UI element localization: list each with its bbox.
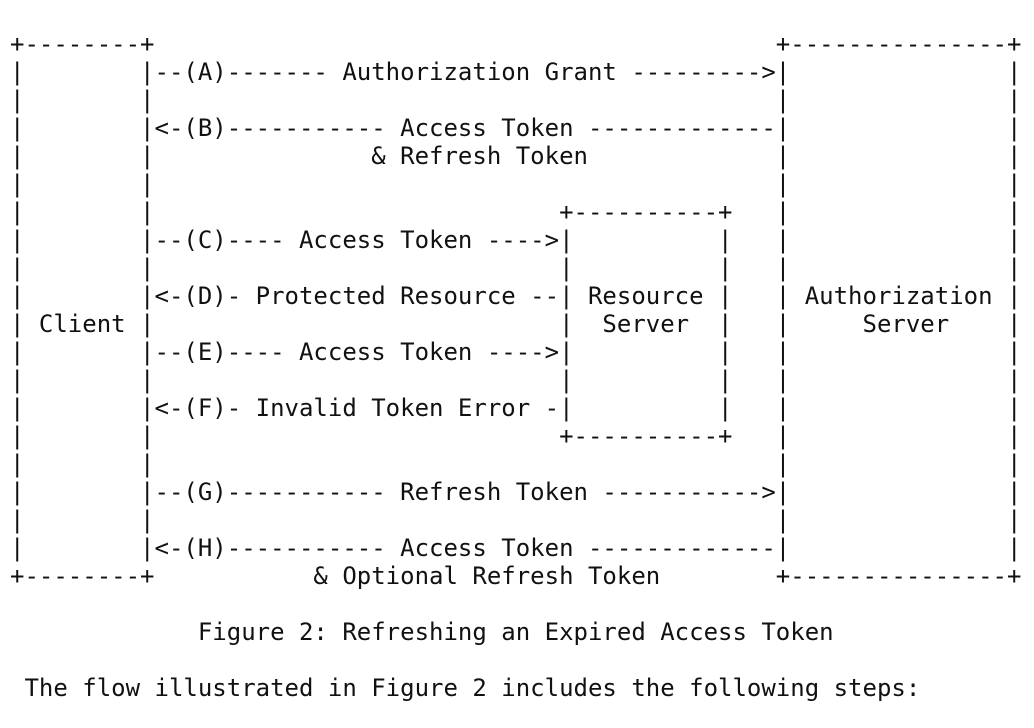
figure-caption: Figure 2: Refreshing an Expired Access T… <box>10 618 834 646</box>
ascii-flow-diagram: +--------+ +---------------+ | |--(A)---… <box>10 30 1021 702</box>
diagram-line: | | +----------+ | | <box>10 198 1022 226</box>
diagram-line: | | | | <box>10 450 1022 478</box>
diagram-line: | Client | | Server | | Server | <box>10 310 1022 338</box>
diagram-line: | | & Refresh Token | | <box>10 142 1022 170</box>
diagram-line: | |<-(D)- Protected Resource --| Resourc… <box>10 282 1022 310</box>
diagram-line: +--------+ & Optional Refresh Token +---… <box>10 562 1022 590</box>
diagram-line: | | | | <box>10 506 1022 534</box>
diagram-line: | |--(G)----------- Refresh Token ------… <box>10 478 1022 506</box>
diagram-line: | |--(E)---- Access Token ---->| | | | <box>10 338 1022 366</box>
diagram-line: +--------+ +---------------+ <box>10 30 1022 58</box>
diagram-line: | | +----------+ | | <box>10 422 1022 450</box>
diagram-line: | | | | | | <box>10 366 1022 394</box>
diagram-line: | |<-(H)----------- Access Token -------… <box>10 534 1022 562</box>
diagram-line: | | | | <box>10 86 1022 114</box>
diagram-line: | |<-(F)- Invalid Token Error -| | | | <box>10 394 1022 422</box>
diagram-line: | | | | <box>10 170 1022 198</box>
diagram-line: | | | | | | <box>10 254 1022 282</box>
flow-intro-text: The flow illustrated in Figure 2 include… <box>10 674 921 702</box>
diagram-line: | |--(C)---- Access Token ---->| | | | <box>10 226 1022 254</box>
diagram-line: | |--(A)------- Authorization Grant ----… <box>10 58 1022 86</box>
diagram-line: | |<-(B)----------- Access Token -------… <box>10 114 1022 142</box>
